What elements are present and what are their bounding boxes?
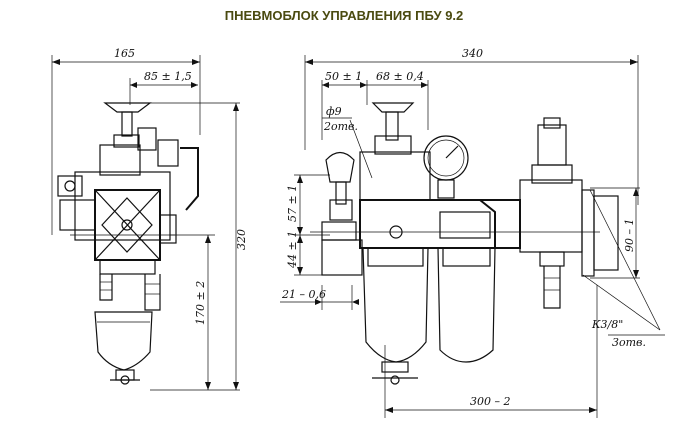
drawing-title: ПНЕВМОБЛОК УПРАВЛЕНИЯ ПБУ 9.2 (224, 8, 464, 23)
dim-holes3: 3отв. (612, 336, 646, 349)
dim-21: 21 – 0,6 (281, 288, 326, 301)
dim-170: 170 ± 2 (194, 281, 207, 325)
dim-300: 300 – 2 (470, 395, 511, 408)
dim-holes2: 2отв. (323, 120, 358, 133)
dim-50: 50 ± 1 (325, 70, 362, 83)
dim-thread: К3/8" (591, 318, 623, 331)
dim-320: 320 (235, 229, 248, 250)
dim-44: 44 ± 1 (286, 231, 299, 269)
dim-phi9: ф9 (326, 105, 342, 118)
dim-90: 90 – 1 (623, 219, 636, 253)
dim-57: 57 ± 1 (286, 185, 299, 222)
left-view: 165 85 ± 1,5 320 170 ± 2 (51, 47, 248, 391)
dim-68: 68 ± 0,4 (376, 70, 424, 83)
dim-85: 85 ± 1,5 (144, 70, 192, 83)
dim-165: 165 (114, 47, 135, 60)
right-view: 340 50 ± 1 68 ± 0,4 ф9 2отв. 57 ± 1 (280, 47, 665, 418)
dim-340: 340 (462, 47, 483, 60)
